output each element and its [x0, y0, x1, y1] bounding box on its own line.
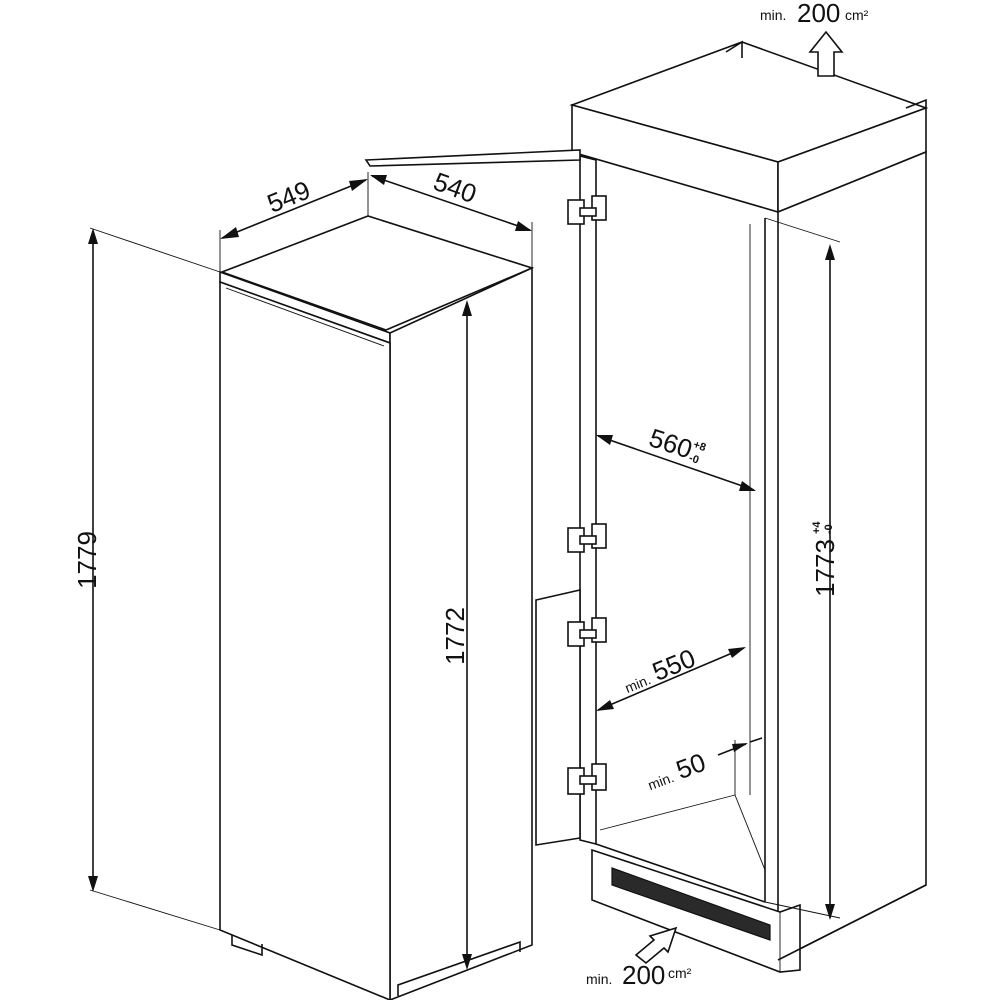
vent-top-unit: cm²: [845, 7, 869, 23]
fridge-foot-left: [231, 935, 263, 957]
label-vent-bottom: min. 200 cm²: [586, 960, 692, 990]
vent-top-prefix: min.: [760, 7, 786, 23]
niche-front-frame: [579, 154, 597, 846]
niche-height-tol-minus: -0: [823, 524, 835, 534]
dim-min-gap: [717, 737, 763, 756]
min-gap-value: 50: [672, 747, 709, 785]
hinge-bottom: [567, 763, 607, 795]
label-total-height: 1779: [72, 531, 102, 589]
label-niche-height: 1773 +4 -0: [810, 521, 840, 597]
vent-bottom-unit: cm²: [668, 965, 692, 981]
vent-bottom-prefix: min.: [586, 971, 612, 987]
dim-body-height: [462, 300, 472, 970]
vent-bottom-arrow-icon: [634, 926, 678, 965]
min-depth-value: 550: [648, 643, 699, 687]
hinge-middle-upper: [567, 523, 607, 553]
label-niche-width: 560 +8 -0: [646, 422, 708, 466]
left-extension-lines: [89, 172, 533, 931]
hinge-top: [567, 195, 607, 225]
fridge-foot-right: [397, 940, 521, 996]
vent-top-value: 200: [797, 0, 840, 28]
dim-min-depth: [596, 647, 746, 711]
right-extension-lines: [764, 217, 841, 919]
label-door-width: 540: [430, 166, 481, 209]
door-top-edge: [225, 287, 385, 347]
niche-height-tol-plus: +4: [811, 521, 823, 534]
niche-height-value: 1773: [810, 539, 840, 597]
label-min-depth: min. 550: [622, 643, 699, 696]
min-gap-prefix: min.: [646, 769, 676, 793]
label-body-height: 1772: [440, 607, 470, 665]
dim-door-width: [370, 175, 532, 231]
hinge-middle-lower: [567, 617, 607, 647]
label-min-gap: min. 50: [646, 747, 710, 793]
cabinet-side-panel: [777, 150, 927, 962]
label-vent-top: min. 200 cm²: [760, 0, 869, 28]
dim-niche-height: [825, 244, 835, 920]
dim-total-height: [88, 228, 98, 892]
dim-fridge-depth: [220, 179, 368, 239]
vent-bottom-value: 200: [622, 960, 665, 990]
label-fridge-depth: 549: [263, 175, 314, 219]
niche-width-tol-plus: +8: [692, 439, 708, 454]
bottom-vent-grille: [611, 867, 771, 941]
niche-width-tol-minus: -0: [687, 452, 700, 466]
fridge-door: [219, 280, 391, 1002]
fridge-unit: [219, 215, 535, 1002]
cabinet-niche: [364, 40, 929, 973]
door-panel-upper: [364, 149, 581, 167]
dim-niche-width: [596, 435, 756, 491]
vent-top-arrow-icon: [808, 30, 844, 77]
